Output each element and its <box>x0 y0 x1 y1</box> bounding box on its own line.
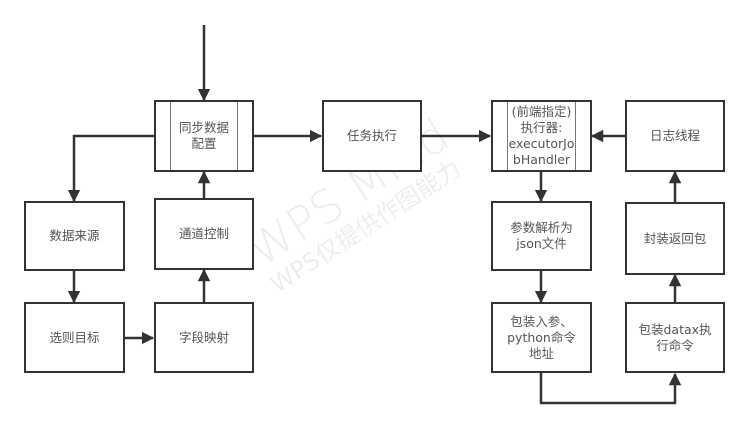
node-field-mapping-label: 字段映射 <box>178 329 229 345</box>
node-data-source[interactable]: 数据来源 <box>24 201 125 271</box>
edge-sync-config-to-data-source <box>67 134 154 203</box>
node-sync-config-label: 同步数据配置 <box>178 120 229 151</box>
node-executor[interactable]: (前端指定) 执行器: executorJo bHandler <box>491 100 592 172</box>
node-task-exec-label: 任务执行 <box>346 128 397 143</box>
node-select-target-label: 选则目标 <box>49 329 100 345</box>
node-select-target[interactable]: 选则目标 <box>24 302 125 373</box>
node-field-mapping[interactable]: 字段映射 <box>154 302 254 373</box>
node-sync-config[interactable]: 同步数据配置 <box>154 100 254 172</box>
node-channel-ctrl-label: 通道控制 <box>178 226 229 241</box>
edge-wrap-input-to-wrap-datax <box>539 372 682 405</box>
node-wrap-datax[interactable]: 包装datax执 行命令 <box>625 302 725 373</box>
node-wrap-return-label: 封装返回包 <box>643 230 707 246</box>
node-wrap-input-label: 包装入参、 python命令 地址 <box>507 313 576 361</box>
node-parse-params[interactable]: 参数解析为 json文件 <box>491 201 592 271</box>
node-log-thread-label: 日志线程 <box>649 128 700 143</box>
node-wrap-return[interactable]: 封装返回包 <box>625 202 725 275</box>
node-parse-params-label: 参数解析为 json文件 <box>510 220 573 251</box>
node-executor-label: (前端指定) 执行器: executorJo bHandler <box>508 104 575 167</box>
node-wrap-input[interactable]: 包装入参、 python命令 地址 <box>491 302 592 373</box>
node-log-thread[interactable]: 日志线程 <box>625 100 725 172</box>
node-wrap-datax-label: 包装datax执 行命令 <box>638 321 712 353</box>
node-task-exec[interactable]: 任务执行 <box>322 100 422 172</box>
node-channel-ctrl[interactable]: 通道控制 <box>154 198 254 270</box>
node-data-source-label: 数据来源 <box>49 228 100 243</box>
